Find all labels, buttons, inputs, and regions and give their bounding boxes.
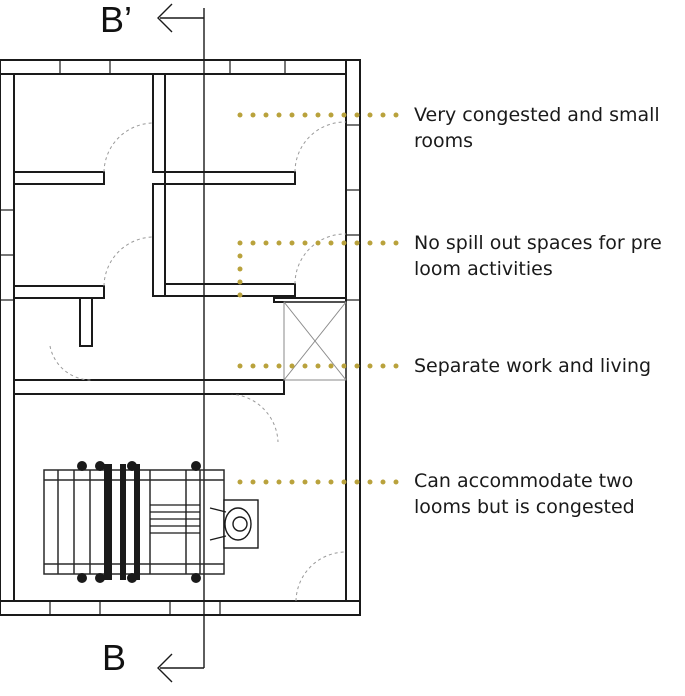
stair-void — [283, 301, 347, 381]
annotation-line: looms but is congested — [414, 496, 635, 518]
annotation-two-looms: Can accommodate two looms but is congest… — [414, 468, 635, 520]
annotation-line: No spill out spaces for pre — [414, 232, 662, 254]
section-arrow-icon — [157, 3, 173, 33]
annotation-line: Separate work and living — [414, 355, 652, 377]
leader-line — [237, 363, 399, 369]
loom-icon — [43, 461, 225, 583]
annotation-line: loom activities — [414, 258, 553, 280]
section-line — [157, 3, 205, 683]
section-label-bottom: B — [102, 637, 127, 678]
annotation-congested-rooms: Very congested and small rooms — [414, 102, 660, 154]
leader-line — [237, 240, 399, 298]
outer-walls — [0, 59, 361, 616]
door-swings — [49, 121, 347, 602]
annotation-no-spill-out: No spill out spaces for pre loom activit… — [414, 230, 662, 282]
annotation-line: rooms — [414, 130, 474, 152]
annotation-line: Can accommodate two — [414, 470, 634, 492]
leader-line — [237, 479, 399, 485]
interior-walls — [13, 73, 347, 395]
annotation-separate-work-living: Separate work and living — [414, 353, 651, 379]
weaver-icon — [209, 499, 259, 549]
annotation-line: Very congested and small — [414, 104, 660, 126]
section-arrow-icon — [157, 653, 173, 683]
leader-lines — [237, 112, 399, 485]
section-label-top: B’ — [100, 0, 133, 40]
leader-line — [237, 112, 399, 118]
